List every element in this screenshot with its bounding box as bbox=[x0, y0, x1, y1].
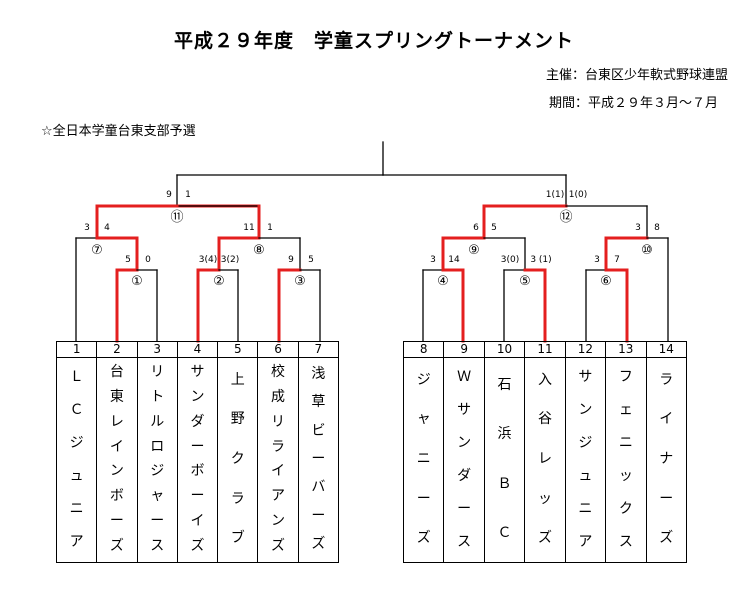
team-cell: 13 フェニックス bbox=[606, 342, 647, 562]
score-left: 3 bbox=[635, 223, 641, 233]
match-number: ④ bbox=[437, 274, 449, 289]
score-left: 9 bbox=[288, 255, 294, 265]
score-right: 8 bbox=[654, 223, 660, 233]
score-right: 1 bbox=[185, 190, 191, 200]
team-number: 10 bbox=[484, 342, 525, 358]
score-right: 0 bbox=[145, 255, 151, 265]
score-right: 5 bbox=[491, 223, 497, 233]
team-cell: 4 サンダーボーイズ bbox=[177, 342, 219, 562]
team-name: 浅草ビーバーズ bbox=[311, 366, 326, 552]
team-cell: 14 ライナーズ bbox=[646, 342, 686, 562]
team-name: ジャニーズ bbox=[416, 371, 431, 547]
team-number: 3 bbox=[137, 342, 177, 358]
team-number: 8 bbox=[404, 342, 444, 358]
team-name: フェニックス bbox=[618, 368, 633, 550]
page-title: 平成２９年度 学童スプリングトーナメント bbox=[173, 30, 574, 52]
match-number: ⑩ bbox=[641, 243, 653, 258]
score-right: 1 bbox=[267, 223, 273, 233]
score-right: 3(2) bbox=[221, 255, 239, 265]
score-left: 5 bbox=[125, 255, 131, 265]
team-name: 台東レインボーズ bbox=[109, 364, 124, 554]
organizer-text: 主催：台東区少年軟式野球連盟 bbox=[545, 68, 728, 83]
team-number: 14 bbox=[646, 342, 686, 358]
match-number: ③ bbox=[294, 274, 306, 289]
score-left: 6 bbox=[473, 223, 479, 233]
score-left: 1(1) bbox=[546, 190, 564, 200]
team-cell: 11 入谷レッズ bbox=[525, 342, 566, 562]
score-left: 3 bbox=[430, 255, 436, 265]
team-cell: 3 リトルロジャース bbox=[137, 342, 178, 562]
team-cell: 12 サンジュニア bbox=[565, 342, 607, 562]
score-right: 14 bbox=[448, 255, 460, 265]
score-right: 4 bbox=[104, 223, 110, 233]
team-cell: 2 台東レインボーズ bbox=[97, 342, 138, 562]
score-left: 9 bbox=[166, 190, 172, 200]
team-name: サンダーボーイズ bbox=[190, 364, 205, 554]
match-number: ⑨ bbox=[468, 243, 480, 258]
team-number: 1 bbox=[57, 342, 97, 358]
team-number: 5 bbox=[218, 342, 258, 358]
team-cell: 8 ジャニーズ bbox=[404, 342, 445, 562]
team-cell: 6 校成リライアンズ bbox=[258, 342, 299, 562]
match-number: ⑫ bbox=[559, 210, 572, 225]
match-number: ① bbox=[131, 274, 143, 289]
score-right: 5 bbox=[308, 255, 314, 265]
score-left: 3 bbox=[84, 223, 90, 233]
team-number: 4 bbox=[177, 342, 218, 358]
team-number: 13 bbox=[606, 342, 646, 358]
team-number: 7 bbox=[298, 342, 338, 358]
team-name: 入谷レッズ bbox=[537, 371, 552, 547]
team-number: 6 bbox=[258, 342, 298, 358]
score-right: 7 bbox=[614, 255, 620, 265]
match-number: ⑧ bbox=[253, 243, 265, 258]
score-left: 3(0) bbox=[501, 255, 519, 265]
team-name: リトルロジャース bbox=[150, 364, 165, 554]
match-number: ⑤ bbox=[519, 274, 531, 289]
team-number: 2 bbox=[97, 342, 137, 358]
team-number: 11 bbox=[525, 342, 565, 358]
team-number: 12 bbox=[565, 342, 606, 358]
score-left: 11 bbox=[243, 223, 254, 233]
team-number: 9 bbox=[444, 342, 484, 358]
match-number: ⑦ bbox=[91, 243, 103, 258]
qualifier-text: ☆全日本学童台東支部予選 bbox=[41, 124, 196, 139]
match-number: ⑪ bbox=[170, 210, 183, 225]
match-number: ② bbox=[213, 274, 225, 289]
team-name: 上野クラブ bbox=[230, 371, 245, 547]
score-right: 3 (1) bbox=[530, 255, 551, 265]
match-number: ⑥ bbox=[600, 274, 612, 289]
team-name: 校成リライアンズ bbox=[271, 364, 286, 554]
period-text: 期間：平成２９年３月～７月 bbox=[548, 96, 718, 111]
score-right: 1(0) bbox=[569, 190, 587, 200]
team-cell: 7 浅草ビーバーズ bbox=[298, 342, 338, 562]
team-cell: 5 上野クラブ bbox=[218, 342, 259, 562]
team-name: サンジュニア bbox=[578, 368, 593, 550]
score-left: 3(4) bbox=[199, 255, 217, 265]
score-left: 3 bbox=[594, 255, 600, 265]
team-name: ライナーズ bbox=[659, 371, 674, 547]
